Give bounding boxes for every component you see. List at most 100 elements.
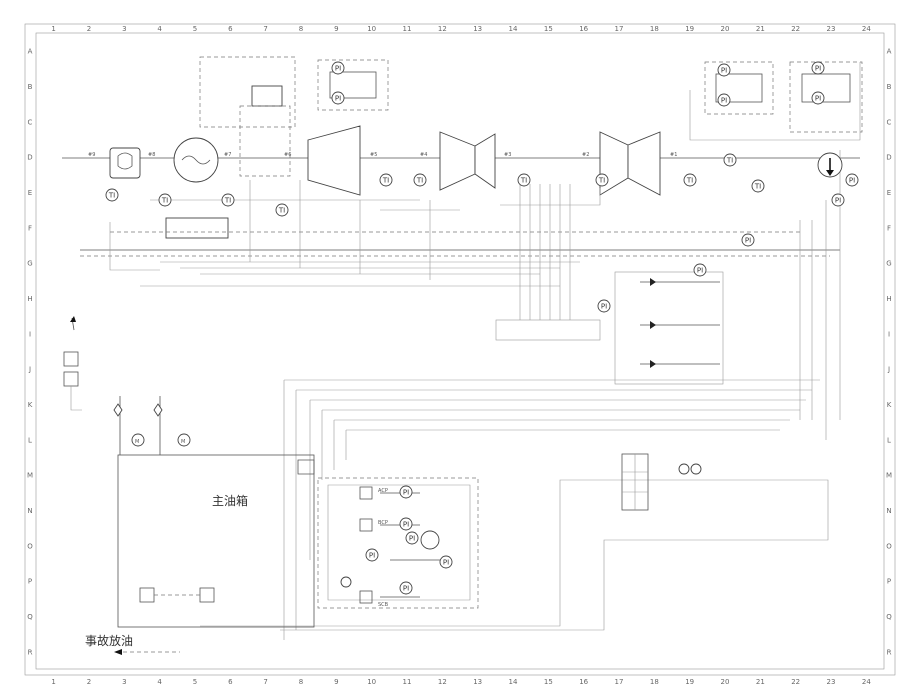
grid-row-left: B bbox=[28, 83, 33, 91]
shaft-train: #9 #8 #7 #6 #5 #4 #3 #2 #1 bbox=[62, 125, 860, 196]
pressure-indicator: PI bbox=[831, 193, 845, 207]
bearing-mark-5: #5 bbox=[370, 152, 377, 158]
grid-row-left: I bbox=[29, 330, 31, 338]
grid-col-top: 23 bbox=[827, 25, 836, 33]
pi-label: PI bbox=[335, 65, 341, 73]
grid-col-top: 4 bbox=[157, 25, 162, 33]
pressure-indicator: PI bbox=[597, 299, 611, 313]
grid-row-right: D bbox=[886, 154, 891, 162]
temperature-indicator: TI bbox=[158, 193, 172, 207]
ti-label: TI bbox=[108, 192, 115, 200]
right-instrument-group bbox=[614, 150, 843, 440]
grid-col-bottom: 6 bbox=[228, 678, 233, 686]
bearing-mark-1: #1 bbox=[670, 152, 677, 158]
bearing-mark-4: #4 bbox=[420, 152, 427, 158]
grid-row-left: C bbox=[28, 118, 33, 126]
pump-circle bbox=[420, 530, 440, 550]
pressure-indicator: PI bbox=[331, 91, 345, 105]
grid-col-top: 17 bbox=[615, 25, 624, 33]
pi-label: PI bbox=[721, 97, 727, 105]
grid-col-bottom: 2 bbox=[87, 678, 91, 686]
grid-col-top: 1 bbox=[51, 25, 55, 33]
pi-label: PI bbox=[849, 177, 855, 185]
grid-col-bottom: 8 bbox=[299, 678, 303, 686]
grid-row-right: J bbox=[887, 366, 890, 374]
grid-col-top: 18 bbox=[650, 25, 659, 33]
motor-2-label: M bbox=[181, 439, 185, 445]
grid-col-top: 19 bbox=[685, 25, 694, 33]
pi-label: PI bbox=[335, 95, 341, 103]
oil-headers bbox=[80, 180, 840, 341]
tank-vent-valves: M M bbox=[63, 316, 191, 455]
temperature-indicator: TI bbox=[723, 153, 737, 167]
grid-row-left: J bbox=[28, 366, 31, 374]
grid-col-bottom: 1 bbox=[51, 678, 55, 686]
temperature-indicator: TI bbox=[105, 188, 119, 202]
drain-outlet: 事故放油 bbox=[85, 633, 180, 655]
pressure-indicator: PI bbox=[717, 93, 731, 107]
pressure-indicator: PI bbox=[365, 548, 379, 562]
pressure-indicator: PI bbox=[399, 485, 413, 499]
grid-col-bottom: 17 bbox=[615, 678, 624, 686]
grid-col-top: 22 bbox=[791, 25, 800, 33]
main-oil-tank bbox=[117, 454, 315, 628]
ti-label: TI bbox=[598, 177, 605, 185]
grid-row-right: Q bbox=[886, 613, 892, 621]
temperature-indicator: TI bbox=[595, 173, 609, 187]
grid-row-right: M bbox=[886, 472, 892, 480]
bearing-mark-6: #6 bbox=[284, 152, 291, 158]
grid-row-right: L bbox=[887, 436, 891, 444]
temperature-indicator: TI bbox=[683, 173, 697, 187]
pi-label: PI bbox=[745, 237, 751, 245]
temperature-indicator: TI bbox=[221, 193, 235, 207]
grid-row-left: R bbox=[28, 648, 33, 656]
grid-row-left: N bbox=[27, 507, 32, 515]
pi-label: PI bbox=[403, 585, 409, 593]
pi-label: PI bbox=[409, 535, 415, 543]
grid-row-right: R bbox=[887, 648, 892, 656]
pressure-indicator: PI bbox=[717, 63, 731, 77]
top-boxes bbox=[165, 56, 863, 239]
ti-label: TI bbox=[726, 157, 733, 165]
temperature-indicator: TI bbox=[379, 173, 393, 187]
pi-label: PI bbox=[601, 303, 607, 311]
grid-row-right: K bbox=[887, 401, 892, 409]
grid-row-left: G bbox=[27, 260, 32, 268]
pump-1-label: ACP bbox=[378, 488, 388, 494]
bearing-mark-8: #8 bbox=[148, 152, 155, 158]
pressure-indicator: PI bbox=[811, 61, 825, 75]
grid-col-bottom: 21 bbox=[756, 678, 765, 686]
ti-label: TI bbox=[278, 207, 285, 215]
grid-row-right: O bbox=[886, 542, 892, 550]
turbine-section-2 bbox=[439, 131, 476, 191]
grid-row-left: F bbox=[28, 224, 32, 232]
grid-col-top: 2 bbox=[87, 25, 91, 33]
ti-label: TI bbox=[382, 177, 389, 185]
grid-col-top: 16 bbox=[579, 25, 588, 33]
grid-col-bottom: 9 bbox=[334, 678, 338, 686]
grid-row-left: E bbox=[28, 189, 32, 197]
grid-row-left: M bbox=[27, 472, 33, 480]
grid-col-top: 9 bbox=[334, 25, 338, 33]
pi-label: PI bbox=[815, 95, 821, 103]
grid-col-bottom: 3 bbox=[122, 678, 126, 686]
grid-col-bottom: 13 bbox=[473, 678, 482, 686]
drawing-frame bbox=[24, 23, 896, 676]
grid-row-left: P bbox=[28, 578, 32, 586]
grid-row-left: Q bbox=[27, 613, 33, 621]
grid-col-bottom: 10 bbox=[367, 678, 376, 686]
grid-col-bottom: 12 bbox=[438, 678, 447, 686]
ti-label: TI bbox=[754, 183, 761, 191]
grid-col-bottom: 16 bbox=[579, 678, 588, 686]
grid-row-right: H bbox=[886, 295, 891, 303]
pi-label: PI bbox=[403, 521, 409, 529]
pump-2-label: BCP bbox=[378, 520, 388, 526]
grid-col-bottom: 24 bbox=[862, 678, 871, 686]
grid-col-bottom: 7 bbox=[263, 678, 267, 686]
grid-col-top: 15 bbox=[544, 25, 553, 33]
motor-1-label: M bbox=[135, 439, 139, 445]
